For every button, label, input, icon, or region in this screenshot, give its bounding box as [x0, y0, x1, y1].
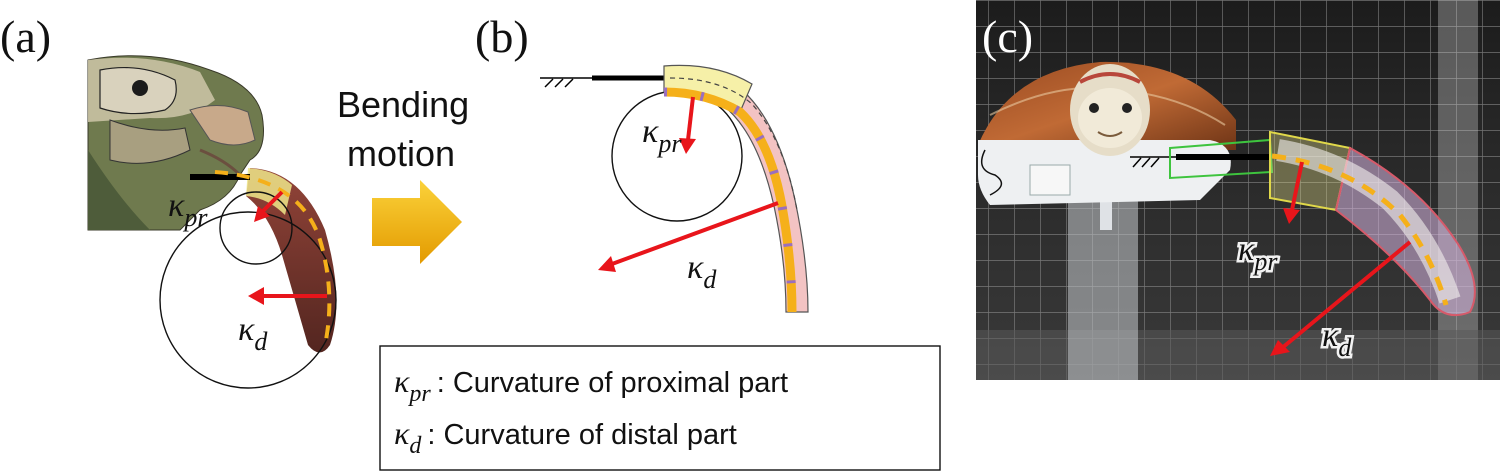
root-outline-c	[1169, 138, 1274, 180]
kappa-d-arrow-c	[1280, 240, 1412, 350]
kappa-d-arrow-b	[611, 201, 779, 266]
kappa-d-arrowhead-c	[1270, 340, 1290, 356]
big-right-arrow-icon	[372, 180, 462, 264]
legend-row-distal: κd: Curvature of distal part	[394, 415, 737, 459]
panel-a-label: (a)	[0, 11, 51, 62]
kappa-pr-arrow-a	[260, 190, 284, 214]
panel-b: (b) κpr κd	[475, 11, 809, 313]
kappa-pr-arrowhead-c	[1283, 208, 1300, 224]
bending-motion-indicator: Bending motion	[337, 84, 469, 264]
kappa-d-arrowhead-a	[248, 287, 264, 305]
kappa-d-label-c: κd	[1322, 317, 1352, 362]
kappa-d-label-b: κd	[687, 249, 717, 294]
dashed-neutral-b	[669, 77, 798, 211]
turtle-head-illustration	[87, 55, 264, 231]
kappa-pr-arrowhead-a	[254, 206, 270, 222]
panel-b-label: (b)	[475, 11, 529, 62]
kappa-d-arrowhead-b	[598, 256, 616, 272]
distal-circle-a	[159, 211, 337, 389]
inner-strip-b	[663, 87, 797, 313]
panel-c-photo: κpr κd (c)	[976, 0, 1500, 380]
bending-motion-line2: motion	[347, 133, 455, 174]
centerline-a	[214, 170, 332, 341]
proximal-segment-a	[246, 168, 292, 215]
kappa-pr-arrow-b	[686, 96, 695, 141]
kappa-pr-arrowhead-b	[679, 138, 696, 154]
kappa-pr-label-c: κpr	[1238, 231, 1278, 276]
proximal-circle-a	[219, 191, 293, 265]
legend-box: κpr: Curvature of proximal part κd: Curv…	[379, 345, 941, 471]
kappa-pr-label-b: κpr	[642, 113, 682, 158]
bending-motion-line1: Bending	[337, 84, 469, 125]
kappa-pr-label-a: κpr	[168, 187, 208, 232]
panel-c-label: (c)	[982, 11, 1033, 62]
panel-a: (a) κpr κd	[0, 11, 337, 389]
kappa-d-label-a: κd	[238, 311, 268, 356]
legend-row-proximal: κpr: Curvature of proximal part	[394, 363, 788, 407]
fixed-support-b	[540, 75, 665, 88]
mesh-strip-c	[1276, 139, 1461, 304]
kappa-pr-arrow-c	[1290, 161, 1304, 211]
